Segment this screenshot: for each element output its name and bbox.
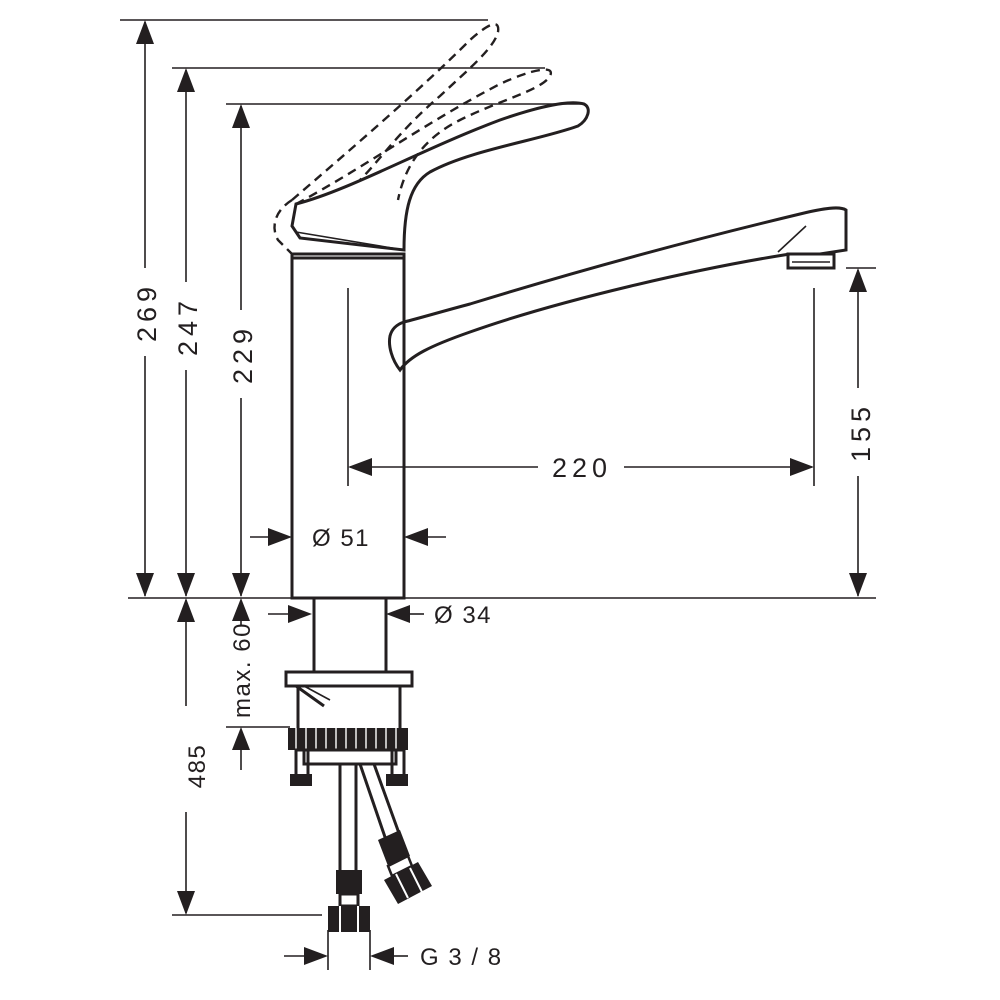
dimension-label-220: 220 [552, 453, 612, 483]
mounting-plate [284, 670, 414, 766]
dimension-diameter-34: Ø 34 [268, 602, 492, 629]
faucet-shank [312, 598, 388, 672]
dimension-max-60: max. 60 [229, 598, 256, 770]
dimension-220: 220 [347, 288, 815, 486]
dimension-label-247: 247 [173, 296, 203, 356]
faucet-handle [290, 101, 590, 252]
dimension-155: 155 [842, 268, 876, 597]
extension-lines [120, 19, 876, 916]
faucet-spout [388, 206, 848, 373]
mounting-bolts [290, 748, 408, 786]
dimension-label-connection: G 3 / 8 [420, 944, 503, 971]
dimension-label-229: 229 [228, 324, 258, 384]
faucet-handle-alt-positions [273, 22, 553, 255]
dimension-diameter-51: Ø 51 [250, 525, 446, 552]
dimension-label-485: 485 [184, 744, 211, 789]
dimension-247: 247 [170, 68, 204, 597]
dimension-269: 269 [128, 20, 162, 597]
dimension-label-max-60: max. 60 [229, 622, 256, 718]
faucet-body [290, 252, 406, 600]
dimension-label-diameter-51: Ø 51 [312, 525, 370, 552]
dimension-label-155: 155 [846, 402, 876, 462]
dimension-label-269: 269 [132, 282, 162, 342]
supply-hoses [328, 763, 432, 932]
dimension-485: 485 [177, 598, 211, 915]
dimension-label-diameter-34: Ø 34 [434, 602, 492, 629]
dimension-connection-g38: G 3 / 8 [284, 930, 503, 971]
dimension-229: 229 [225, 104, 259, 597]
